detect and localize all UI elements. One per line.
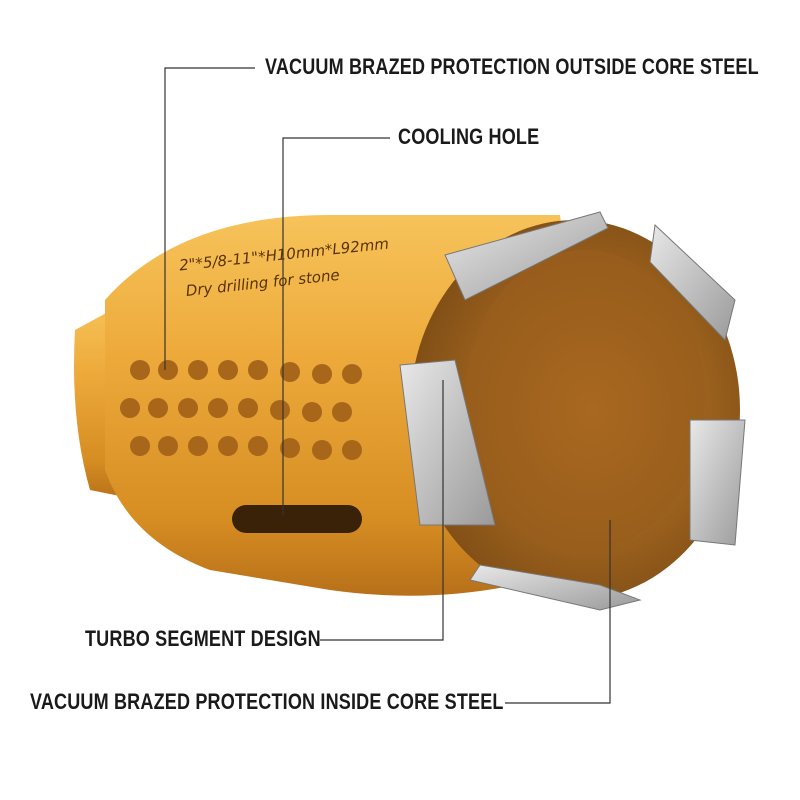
leader-line-turbo [320, 380, 444, 641]
leader-line-inside [505, 520, 611, 704]
cooling-hole [232, 505, 362, 533]
turbo-segments [399, 211, 746, 611]
leader-line-outside [164, 67, 255, 370]
brazed-grit-pattern [120, 360, 362, 460]
callout-inside-brazed: VACUUM BRAZED PROTECTION INSIDE CORE STE… [30, 689, 504, 714]
leader-lines [164, 67, 611, 704]
leader-line-cooling [282, 137, 390, 515]
callout-turbo-segment: TURBO SEGMENT DESIGN [85, 626, 321, 651]
callout-cooling-hole: COOLING HOLE [398, 124, 540, 149]
callout-outside-brazed: VACUUM BRAZED PROTECTION OUTSIDE CORE ST… [265, 54, 759, 79]
